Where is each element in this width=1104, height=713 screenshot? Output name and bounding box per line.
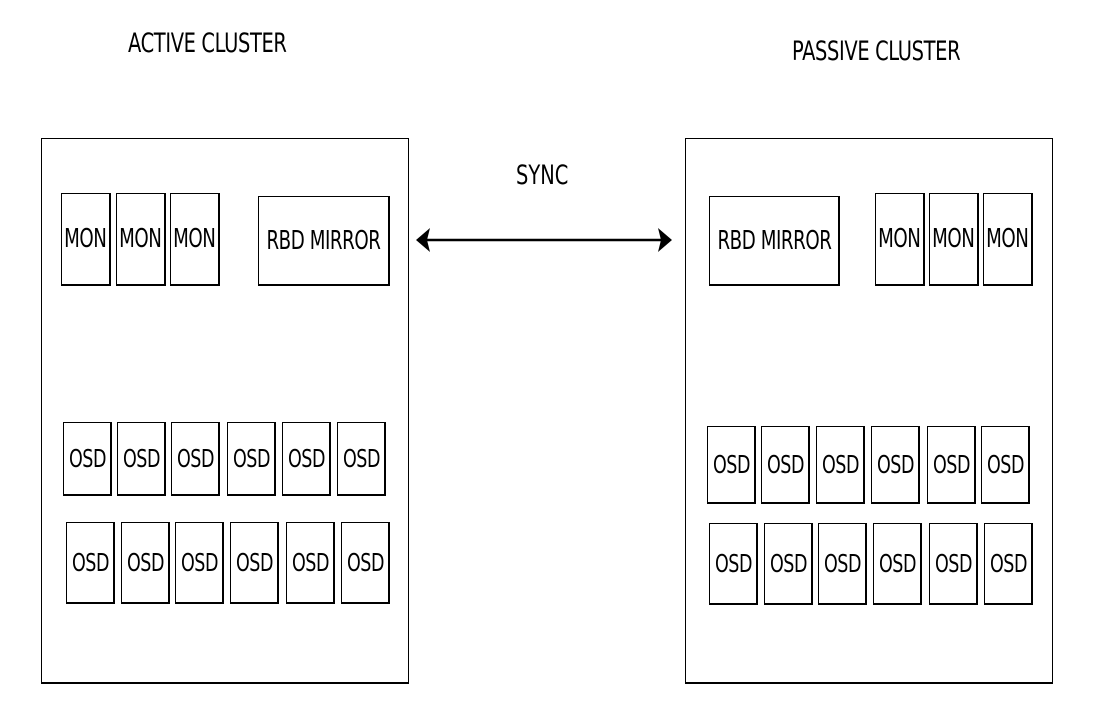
passive-mon-box: MON [983, 193, 1033, 286]
active-osd-box: OSD [341, 522, 390, 604]
passive-osd-box: OSD [816, 426, 865, 504]
osd-label: OSD [232, 444, 270, 473]
osd-label: OSD [769, 549, 807, 578]
passive-osd-box: OSD [818, 523, 867, 605]
active-osd-box: OSD [171, 422, 220, 496]
passive-rbd-mirror-label: RBD MIRROR [716, 225, 832, 256]
active-mon-label: MON [173, 224, 216, 254]
passive-mon-label: MON [878, 224, 921, 254]
active-cluster-title: ACTIVE CLUSTER [128, 28, 287, 59]
osd-label: OSD [68, 444, 106, 473]
passive-osd-box: OSD [984, 523, 1033, 605]
active-rbd-mirror-box: RBD MIRROR [258, 196, 390, 286]
active-mon-box: MON [170, 193, 220, 286]
osd-label: OSD [126, 548, 164, 577]
active-mon-box: MON [116, 193, 166, 286]
passive-osd-box: OSD [873, 523, 922, 605]
sync-label: SYNC [516, 160, 569, 191]
passive-osd-box: OSD [927, 426, 976, 504]
osd-label: OSD [766, 450, 804, 479]
osd-label: OSD [287, 444, 325, 473]
passive-osd-box: OSD [871, 426, 920, 504]
osd-label: OSD [342, 444, 380, 473]
osd-label: OSD [934, 549, 972, 578]
osd-label: OSD [235, 548, 273, 577]
active-mon-box: MON [61, 193, 111, 286]
osd-label: OSD [346, 548, 384, 577]
osd-label: OSD [71, 548, 109, 577]
osd-label: OSD [932, 450, 970, 479]
osd-label: OSD [712, 450, 750, 479]
sync-arrow-head-left [416, 228, 430, 252]
osd-label: OSD [176, 444, 214, 473]
active-osd-box: OSD [121, 522, 170, 604]
passive-mon-box: MON [875, 193, 925, 286]
sync-arrow-head-right [658, 228, 672, 252]
osd-label: OSD [878, 549, 916, 578]
active-osd-box: OSD [282, 422, 331, 496]
active-osd-box: OSD [286, 522, 335, 604]
passive-rbd-mirror-box: RBD MIRROR [709, 196, 840, 286]
passive-osd-box: OSD [709, 523, 758, 605]
active-mon-label: MON [64, 224, 107, 254]
active-osd-box: OSD [63, 422, 112, 496]
active-osd-box: OSD [66, 522, 115, 604]
osd-label: OSD [122, 444, 160, 473]
osd-label: OSD [291, 548, 329, 577]
passive-mon-box: MON [929, 193, 979, 286]
passive-cluster-title: PASSIVE CLUSTER [792, 36, 961, 67]
active-osd-box: OSD [337, 422, 386, 496]
active-osd-box: OSD [175, 522, 224, 604]
osd-label: OSD [876, 450, 914, 479]
osd-label: OSD [714, 549, 752, 578]
osd-label: OSD [180, 548, 218, 577]
passive-osd-box: OSD [981, 426, 1030, 504]
active-cluster-box [41, 138, 409, 684]
osd-label: OSD [986, 450, 1024, 479]
passive-osd-box: OSD [929, 523, 978, 605]
passive-mon-label: MON [986, 224, 1029, 254]
active-osd-box: OSD [230, 522, 279, 604]
osd-label: OSD [989, 549, 1027, 578]
active-mon-label: MON [119, 224, 162, 254]
active-osd-box: OSD [227, 422, 276, 496]
passive-mon-label: MON [932, 224, 975, 254]
passive-osd-box: OSD [764, 523, 813, 605]
passive-cluster-box [685, 138, 1053, 684]
passive-osd-box: OSD [761, 426, 810, 504]
osd-label: OSD [823, 549, 861, 578]
osd-label: OSD [821, 450, 859, 479]
passive-osd-box: OSD [707, 426, 756, 504]
active-rbd-mirror-label: RBD MIRROR [266, 225, 381, 256]
active-osd-box: OSD [117, 422, 166, 496]
